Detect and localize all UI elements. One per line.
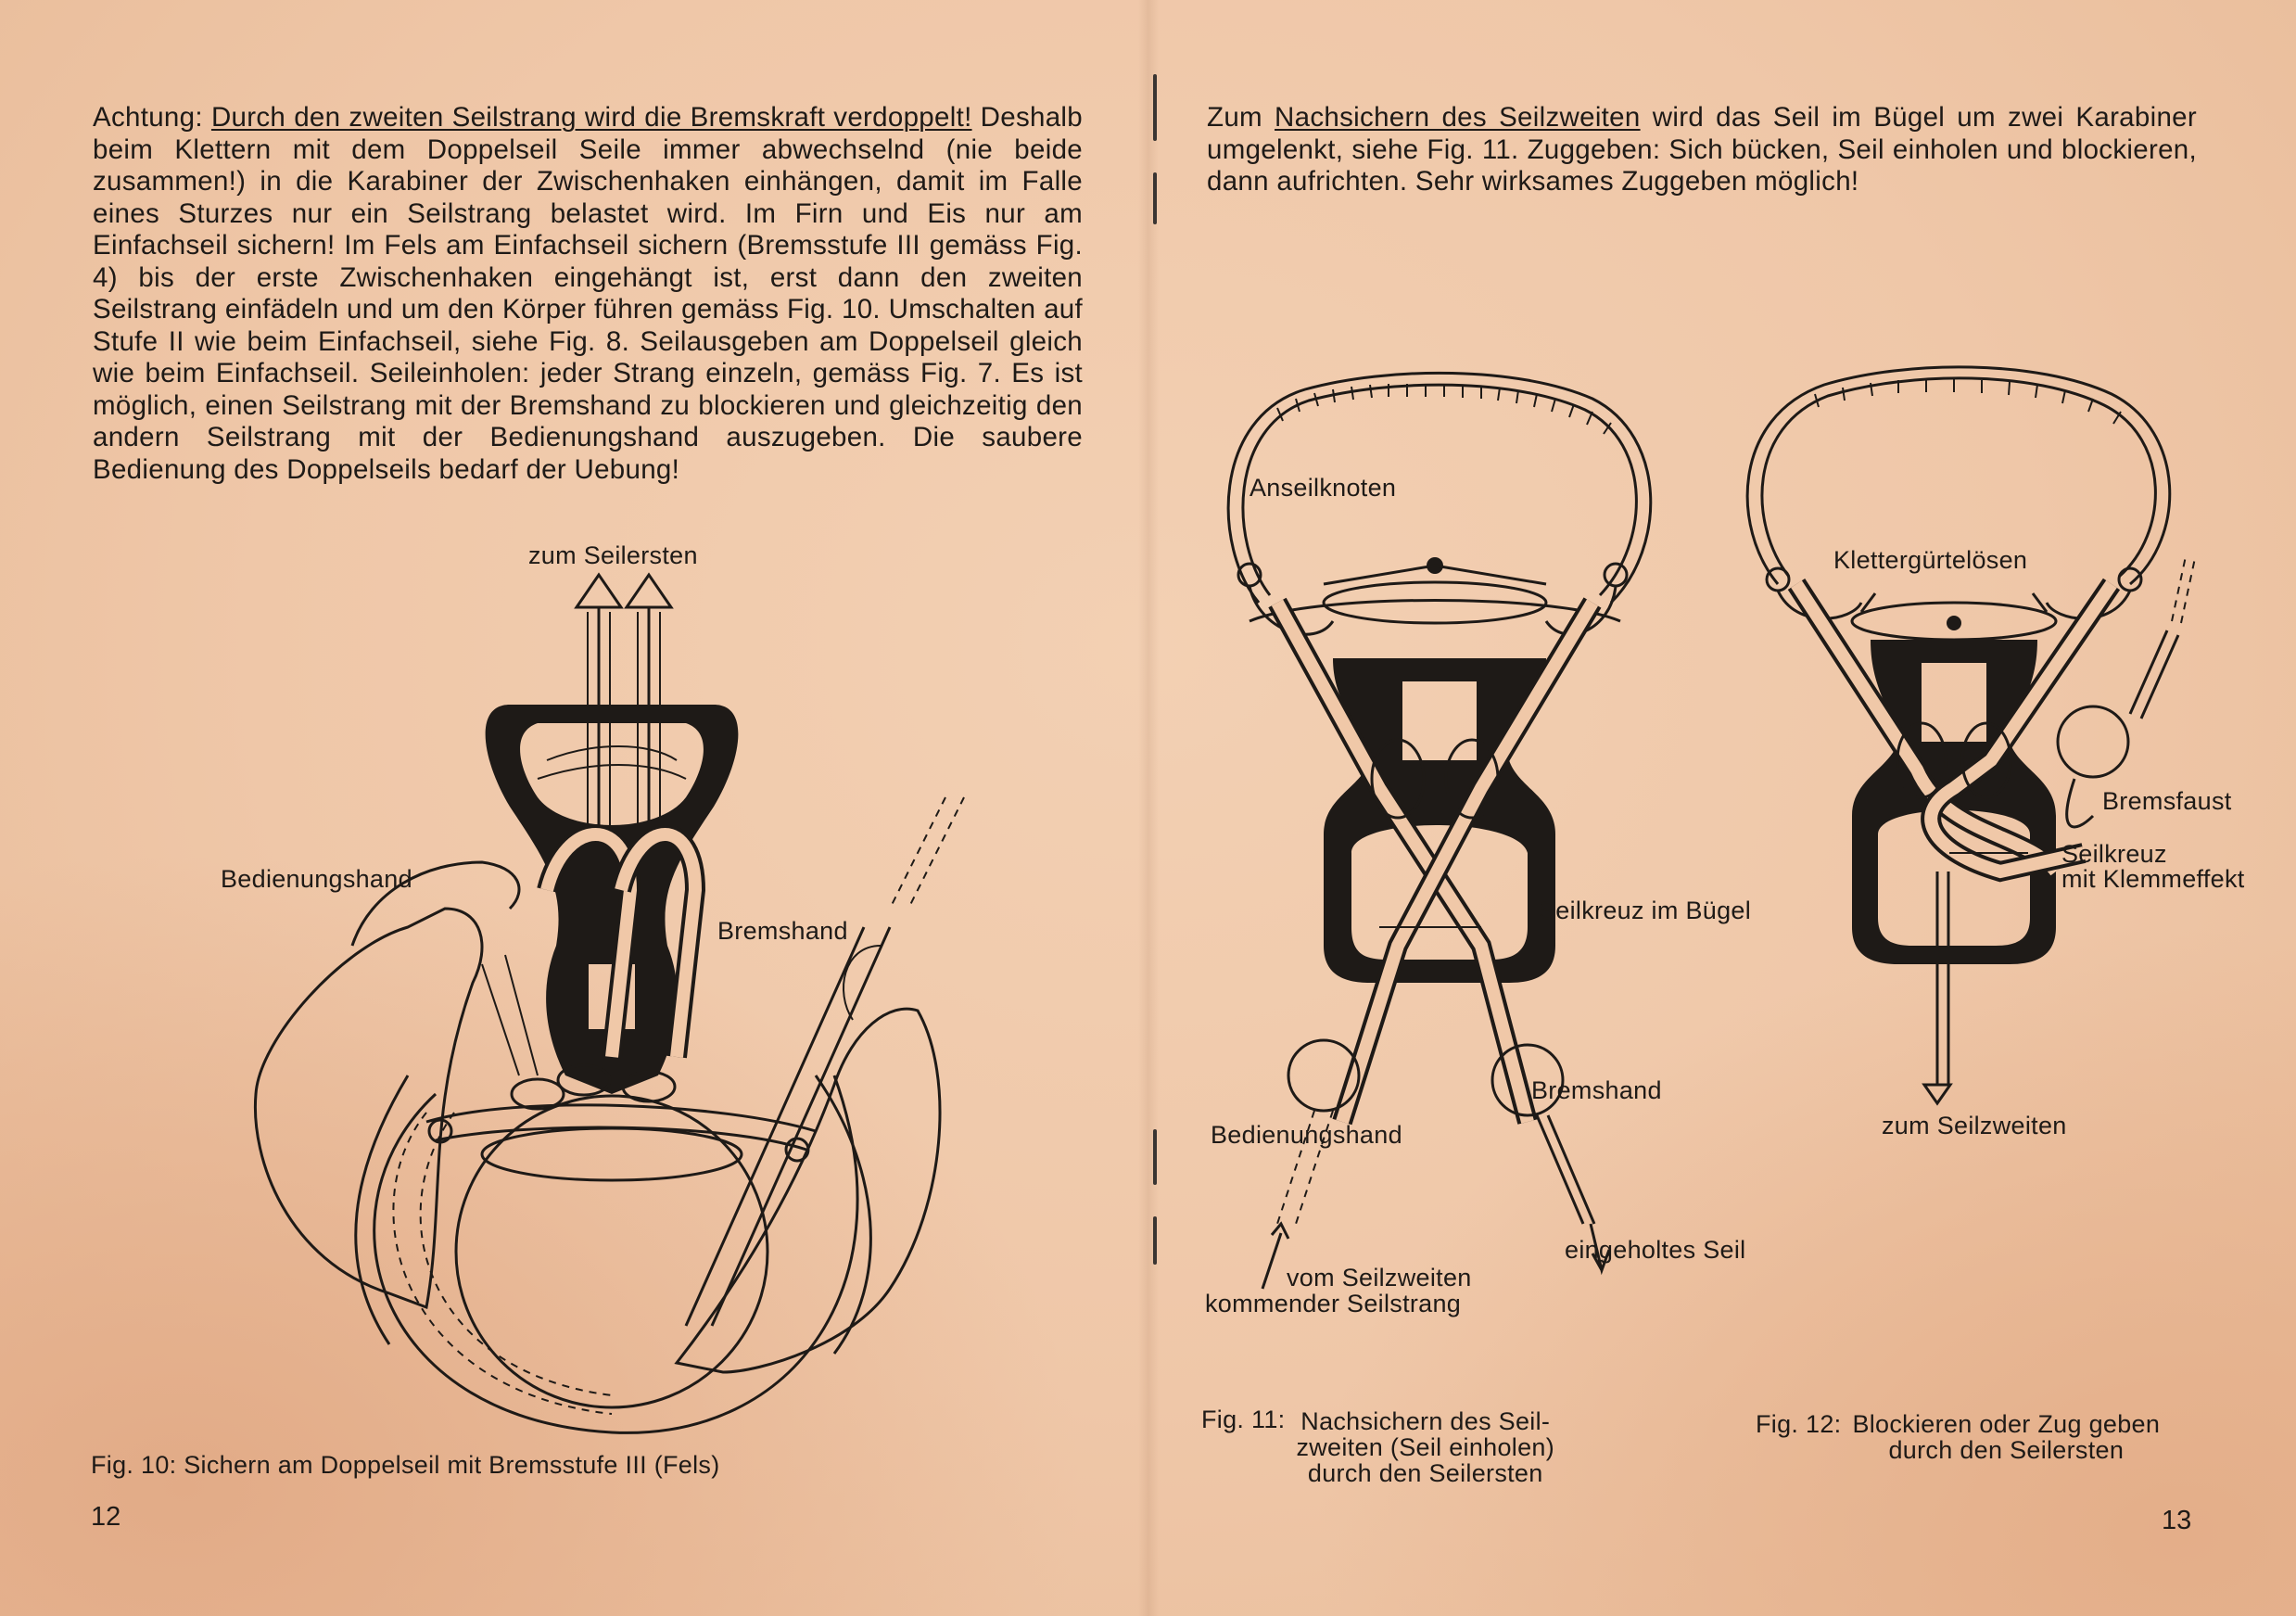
fig10-rope-loop: [373, 1075, 859, 1434]
binding-gutter: [1138, 0, 1159, 1616]
fig11-drawing: [1226, 371, 1653, 1290]
left-paragraph-prefix: Achtung:: [93, 102, 211, 133]
fig12-label-bottom: zum Seilzweiten: [1882, 1112, 2067, 1139]
fig11-label-brake: Bremshand: [1531, 1076, 1662, 1104]
fig11-caption-l1: Nachsichern des Seil-: [1300, 1407, 1551, 1435]
fig11-label-operate: Bedienungshand: [1211, 1121, 1402, 1149]
fig12-label-cross-2: mit Klemmeffekt: [2061, 865, 2245, 893]
right-paragraph-rest: wird das Seil im Bügel um zwei Karabiner…: [1207, 102, 2197, 197]
fig10-label-left: Bedienungshand: [221, 865, 412, 893]
fig11-label-cross: Seilkreuz im Bügel: [1539, 897, 1751, 924]
fig10-right-arm: [674, 796, 965, 1374]
page-13: Zum Nachsichern des Seilzweiten wird das…: [1148, 0, 2296, 1616]
fig12-caption-l1: Blockieren oder Zug geben: [1852, 1410, 2161, 1438]
fig10-rope-bights: [537, 745, 706, 1059]
fig11-label-incoming-1: vom Seilzweiten: [1287, 1264, 1472, 1292]
right-paragraph: Zum Nachsichern des Seilzweiten wird das…: [1207, 102, 2197, 198]
staple-top: [1153, 74, 1157, 141]
fig11-caption-l3: durch den Seilersten: [1307, 1459, 1543, 1487]
fig10-carabiners: [425, 1063, 817, 1182]
fig10-caption: Fig. 10: Sichern am Doppelseil mit Brems…: [91, 1451, 720, 1479]
fig12-rope-loop: [1745, 365, 2172, 586]
left-paragraph-rest: Deshalb beim Klettern mit dem Doppelseil…: [93, 102, 1083, 485]
staple-top-2: [1153, 172, 1157, 224]
fig11-caption: Fig. 11: Nachsichern des Seil- zweiten (…: [1201, 1406, 1554, 1486]
fig12-caption-lines: Blockieren oder Zug geben durch den Seil…: [1852, 1411, 2160, 1463]
page-number-12: 12: [91, 1502, 121, 1532]
page-12: Achtung: Durch den zweiten Seilstrang wi…: [91, 102, 1083, 1532]
fig12-label-cross-1: Seilkreuz: [2061, 840, 2167, 868]
fig10-left-arm: [253, 860, 539, 1310]
fig12-caption-num: Fig. 12:: [1756, 1410, 1842, 1438]
fig11-rope-loop: [1226, 371, 1653, 604]
fig12-caption: Fig. 12: Blockieren oder Zug geben durch…: [1756, 1411, 2160, 1463]
fig12-label-loops: Klettergürtelösen: [1833, 546, 2028, 574]
fig11-label-incoming-2: kommender Seilstrang: [1205, 1290, 1462, 1317]
staple-bottom-2: [1153, 1216, 1157, 1265]
fig11-caption-l2: zweiten (Seil einholen): [1296, 1433, 1555, 1461]
fig11-label-pulled: eingeholtes Seil: [1565, 1236, 1746, 1264]
fig11-fists: [1261, 926, 1611, 1290]
fig10-body: [354, 1075, 872, 1409]
left-paragraph: Achtung: Durch den zweiten Seilstrang wi…: [93, 102, 1083, 486]
fig10-label-right: Bremshand: [717, 917, 848, 945]
fig12-label-fist: Bremsfaust: [2102, 787, 2232, 815]
fig11-caption-num: Fig. 11:: [1201, 1406, 1286, 1433]
fig10-drawing: [253, 572, 965, 1434]
right-paragraph-prefix: Zum: [1207, 102, 1275, 133]
fig12-ropes: [1787, 555, 2196, 1106]
fig11-brake-plate: [1324, 658, 1555, 983]
fig11-caption-lines: Nachsichern des Seil- zweiten (Seil einh…: [1296, 1408, 1554, 1486]
fig12-drawing: [1745, 365, 2196, 1106]
fig12-caption-l2: durch den Seilersten: [1888, 1436, 2125, 1464]
right-paragraph-underlined: Nachsichern des Seilzweiten: [1275, 102, 1641, 133]
left-paragraph-underlined: Durch den zweiten Seilstrang wird die Br…: [210, 102, 972, 133]
fig10-label-top: zum Seilersten: [528, 541, 698, 569]
staple-bottom: [1153, 1129, 1157, 1185]
fig11-label-knot: Anseilknoten: [1249, 474, 1397, 502]
page-number-13: 13: [2162, 1506, 2192, 1535]
fig11-ropes: [1268, 597, 1602, 1126]
